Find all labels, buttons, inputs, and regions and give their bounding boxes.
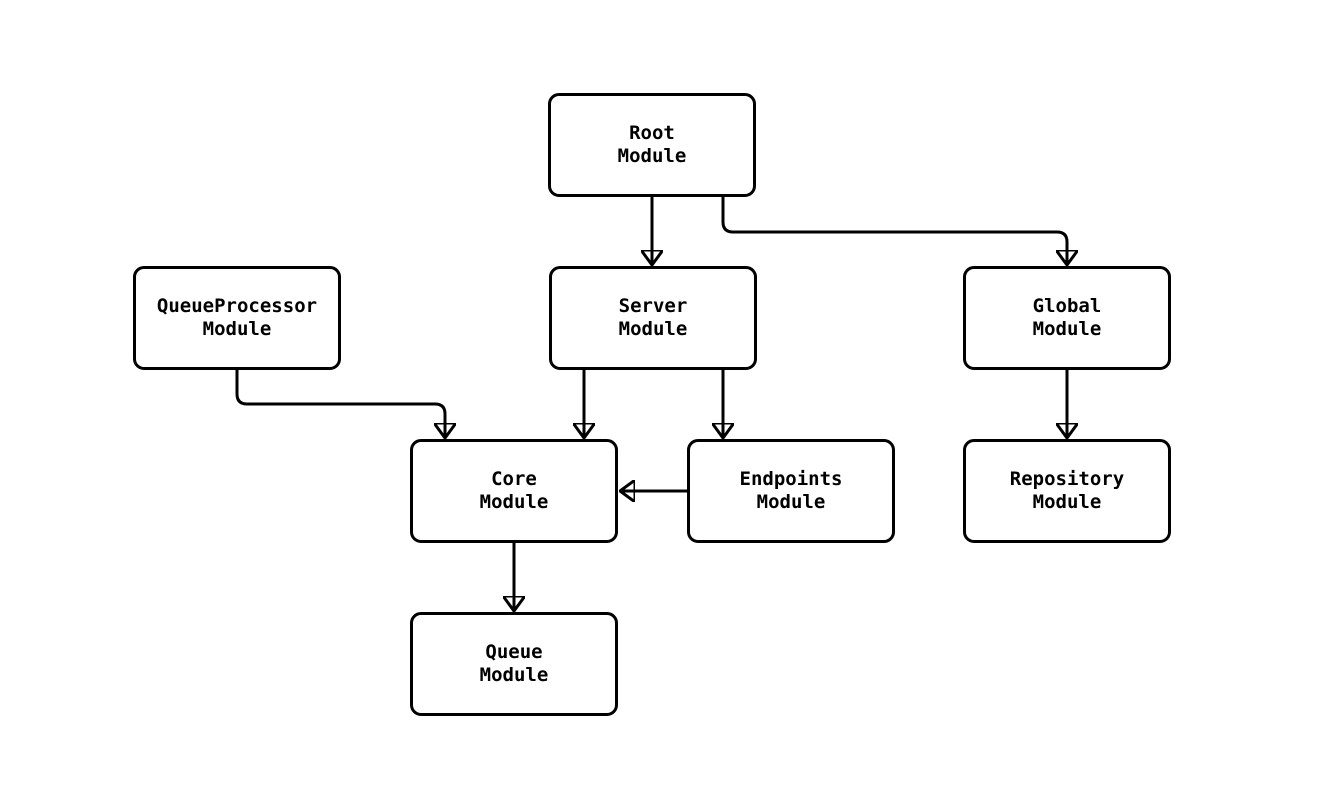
node-repository-module-label: Repository Module — [1009, 468, 1125, 513]
node-queueprocessor-module: QueueProcessor Module — [133, 266, 341, 370]
node-server-module: Server Module — [549, 266, 757, 370]
node-queue-module-label: Queue Module — [479, 641, 549, 686]
node-root-module: Root Module — [548, 93, 756, 197]
node-global-module: Global Module — [963, 266, 1171, 370]
node-core-module: Core Module — [410, 439, 618, 543]
node-endpoints-module: Endpoints Module — [687, 439, 895, 543]
node-core-module-label: Core Module — [479, 468, 549, 513]
node-repository-module: Repository Module — [963, 439, 1171, 543]
edge-queueprocessor-to-core — [235, 370, 445, 437]
node-endpoints-module-label: Endpoints Module — [739, 468, 843, 513]
node-server-module-label: Server Module — [618, 295, 688, 340]
node-queueprocessor-module-label: QueueProcessor Module — [156, 295, 318, 340]
node-queue-module: Queue Module — [410, 612, 618, 716]
node-root-module-label: Root Module — [617, 122, 687, 167]
node-global-module-label: Global Module — [1032, 295, 1102, 340]
edge-root-to-global — [721, 197, 1067, 264]
